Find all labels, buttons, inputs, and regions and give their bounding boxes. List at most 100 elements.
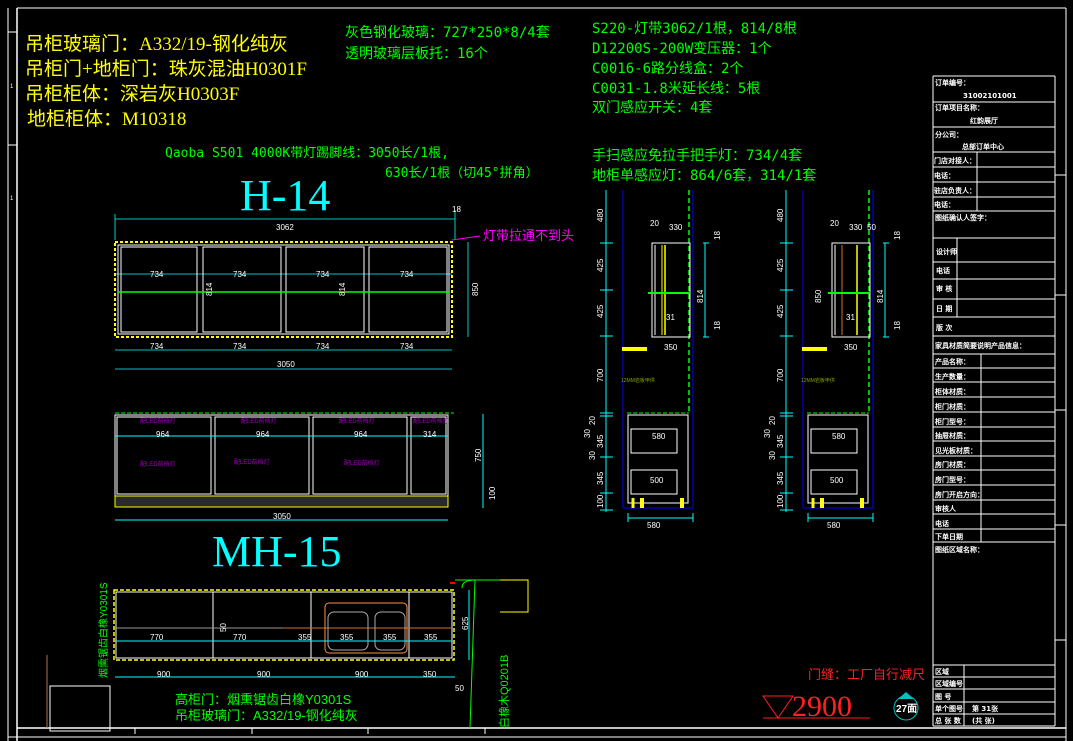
dim-label: 3062 [276, 223, 294, 232]
dim-label: 3050 [277, 360, 295, 369]
note-line: 地柜柜体：M10318 [27, 108, 186, 130]
title-block-text: 总 张 数 [935, 716, 962, 725]
led-label: 配LED前档灯 [234, 458, 270, 466]
title-block-text: 下单日期 [935, 532, 963, 541]
title-block-text: 订单项目名称： [935, 103, 984, 112]
dim-label: 625 [461, 616, 470, 630]
title-block: 订单编号：31002101001订单项目名称：红韵展厅分公司：总部订单中心门店对… [932, 75, 1055, 727]
dim-label: 480 [596, 208, 605, 222]
dim-label: 964 [354, 430, 368, 439]
dim-label: 20 [650, 219, 659, 228]
dim-label: 100 [596, 494, 605, 508]
dim-label: 580 [827, 521, 841, 530]
dim-label: 900 [157, 670, 171, 679]
dim-label: 734 [150, 270, 164, 279]
dim-label: 850 [814, 289, 823, 303]
dim-label: 734 [400, 342, 414, 351]
title-block-text: 柜门材质： [934, 402, 970, 411]
title-block-text: 单个图号 [935, 704, 963, 713]
dim-label: 20 [768, 416, 777, 425]
title-block-text: 房门型号： [935, 475, 970, 484]
dim-label: 3050 [273, 512, 291, 521]
dim-label: 500 [830, 476, 844, 485]
note-line: 吊柜玻璃门：A332/19-钢化纯灰 [25, 33, 288, 55]
frame-mark: 1 [10, 196, 14, 202]
dim-label: 770 [150, 633, 164, 642]
dim-label: 425 [596, 258, 605, 272]
title-block-text: 审核人 [935, 504, 957, 513]
dim-label: 425 [776, 304, 785, 318]
dim-label: 30 [768, 451, 777, 460]
level-triangle-icon [762, 695, 794, 719]
material-notes: 吊柜玻璃门：A332/19-钢化纯灰 吊柜门+地柜门：珠灰混油H0301F 吊柜… [25, 33, 307, 130]
dim-label: 20 [830, 219, 839, 228]
led-label: 配LED前档灯 [413, 417, 449, 425]
title-block-text: 房门材质： [935, 460, 970, 469]
door-gap-note: 门缝：工厂自行减尺 [808, 667, 925, 682]
dim-label: 31 [666, 313, 675, 322]
counter-label: 12MM岩板甲供 [801, 377, 835, 384]
dim-label: 700 [596, 368, 605, 382]
note-line: 吊柜柜体：深岩灰H0303F [25, 83, 239, 105]
led-label: 配LED前档灯 [344, 459, 380, 467]
sheet-number: 第 31张 [972, 704, 999, 713]
dim-label: 18 [713, 231, 722, 240]
note-line: Qaoba S501 4000K带灯踢脚线：3050长/1根, [165, 145, 449, 161]
title-block-text: 门店对接人： [934, 156, 976, 165]
glass-notes: 灰色钢化玻璃：727*250*8/4套 透明玻璃层板托：16个 [345, 24, 550, 62]
section-part [810, 428, 858, 454]
frame-mark: 1 [10, 84, 14, 90]
dim-label: 350 [664, 343, 678, 352]
dim-label: 734 [233, 342, 247, 351]
dim-label: 580 [652, 432, 666, 441]
title-block-text: 图 号 [935, 692, 951, 701]
title-block-text: 房门开启方向： [935, 490, 984, 499]
dim-label: 964 [156, 430, 170, 439]
title-block-text: 订单编号： [935, 78, 970, 87]
dim-label: 480 [776, 208, 785, 222]
dim-label: 814 [205, 282, 214, 296]
dim-label: 345 [596, 434, 605, 448]
dim-label: 30 [583, 429, 592, 438]
led-label: 配LED前档灯 [241, 417, 277, 425]
section-part [630, 428, 678, 454]
title-block-text: 家具材质简要说明产品信息： [935, 341, 1026, 350]
note-line: S220-灯带3062/1根，814/8根 [592, 21, 797, 37]
dim-label: 900 [257, 670, 271, 679]
title-block-text: 见光板材质： [935, 446, 977, 455]
led-label: 配LED前档灯 [140, 417, 176, 425]
dim-label: 50 [867, 223, 876, 232]
title-block-text: 驻店负责人： [934, 186, 976, 195]
dim-label: 31 [846, 313, 855, 322]
dim-label: 350 [423, 670, 437, 679]
dim-label: 355 [383, 633, 397, 642]
dim-label: 700 [776, 368, 785, 382]
dim-label: 425 [596, 304, 605, 318]
dim-label: 734 [150, 342, 164, 351]
led-label: 配LED前档灯 [339, 417, 375, 425]
dim-label: 580 [832, 432, 846, 441]
tall-cabinet-elevation[interactable]: 770 770 355 355 355 355 900 900 900 350 … [46, 579, 529, 732]
order-number: 31002101001 [963, 92, 1017, 100]
dim-label: 30 [763, 429, 772, 438]
mh15-base-cabinet[interactable]: 964 964 964 314 3050 750 100 配LED前档灯 配LE… [114, 412, 497, 521]
h14-wall-cabinet[interactable]: 3062 18 734 734 734 734 734 734 734 734 … [114, 205, 574, 370]
dim-label: 330 [849, 223, 863, 232]
title-block-text: 抽屉材质： [935, 431, 970, 440]
note-line: 630长/1根（切45°拼角） [385, 166, 539, 181]
title-block-text: 区域 [935, 667, 949, 676]
dim-label: 814 [876, 289, 885, 303]
vertical-label: 烟熏锯齿白橡Y0301S [97, 582, 110, 678]
dim-label: 580 [647, 521, 661, 530]
title-block-text: 图纸确认人签字： [935, 213, 991, 222]
dim-label: 18 [893, 231, 902, 240]
view-marker[interactable]: 27面 [893, 692, 919, 721]
note-line: D12200S-200W变压器：1个 [592, 41, 772, 57]
note-line: 吊柜门+地柜门：珠灰混油H0301F [25, 58, 307, 80]
dim-label: 734 [400, 270, 414, 279]
title-block-text: 电话 [935, 519, 949, 528]
